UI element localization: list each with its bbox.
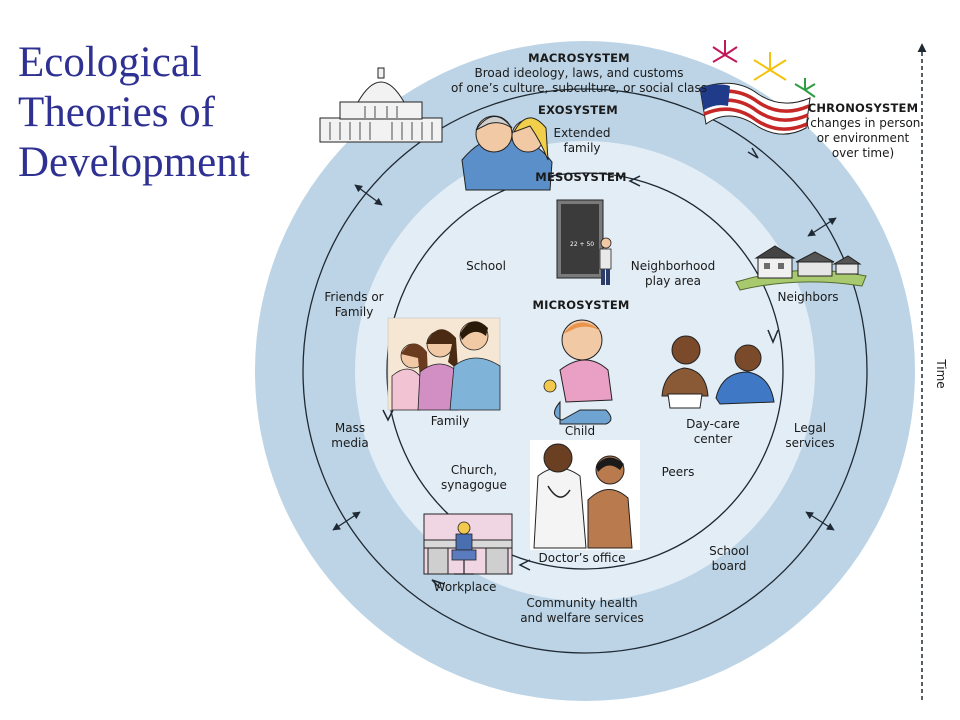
child-illustration	[543, 319, 613, 425]
label-neighbors: Neighbors	[777, 290, 838, 304]
mesosystem-arrow-right	[767, 329, 779, 344]
family-portrait-illustration	[387, 317, 501, 411]
macrosystem-description-line-2: of one’s culture, subculture, or social …	[451, 81, 707, 95]
time-label: Time	[934, 358, 948, 388]
mesosystem-arrow-left	[382, 409, 394, 422]
label-daycare-line-1: Day-care	[686, 417, 740, 431]
label-workplace: Workplace	[434, 580, 497, 594]
label-peers: Peers	[662, 465, 695, 479]
label-church-line-2: synagogue	[441, 478, 507, 492]
capitol-building-icon	[319, 67, 443, 143]
bidirectional-arrow-lower-right	[805, 511, 835, 531]
daycare-children-illustration	[661, 335, 775, 409]
fireworks-icon	[712, 40, 816, 98]
mesosystem-title: MESOSYSTEM	[535, 170, 626, 184]
label-friends-family-line-1: Friends or	[324, 290, 383, 304]
exosystem-arrow-top	[747, 147, 759, 159]
label-mass-media-line-2: media	[331, 436, 368, 450]
microsystem-ring	[386, 172, 784, 570]
label-daycare-line-2: center	[694, 432, 733, 446]
exosystem-ring	[302, 88, 868, 654]
label-church-line-1: Church,	[451, 463, 497, 477]
title-line-1: Ecological	[18, 39, 202, 86]
bidirectional-arrow-upper-right	[807, 217, 837, 237]
mesosystem-arrow-bottom	[518, 559, 531, 571]
label-child: Child	[565, 424, 595, 438]
label-school-board-line-2: board	[712, 559, 747, 573]
label-extended-family-line-2: family	[563, 141, 600, 155]
chronosystem-description-line-2: or environment	[817, 131, 910, 145]
title-line-3: Development	[18, 139, 250, 186]
blackboard-teacher-illustration: 22 + 50	[556, 199, 612, 285]
doctor-patient-illustration	[530, 440, 640, 550]
chronosystem-description-line-1: (changes in person	[806, 116, 921, 130]
microsystem-title: MICROSYSTEM	[532, 298, 629, 312]
label-school: School	[466, 259, 506, 273]
macrosystem-title: MACROSYSTEM	[528, 51, 630, 65]
label-community-line-1: Community health	[526, 596, 637, 610]
label-mass-media-line-1: Mass	[335, 421, 365, 435]
bidirectional-arrow-upper-left	[354, 184, 383, 206]
mesosystem-arrow-top	[628, 175, 641, 187]
american-flag-icon	[699, 82, 811, 135]
bidirectional-arrow-lower-left	[332, 511, 361, 531]
slide-title: Ecological Theories of Development	[18, 38, 288, 188]
extended-family-illustration	[461, 115, 553, 191]
chronosystem-description-line-3: over time)	[832, 146, 894, 160]
exosystem-title: EXOSYSTEM	[538, 103, 618, 117]
label-neighborhood-line-1: Neighborhood	[631, 259, 716, 273]
label-extended-family-line-1: Extended	[554, 126, 611, 140]
chronosystem-title: CHRONOSYSTEM	[808, 101, 919, 115]
blackboard-text: 22 + 50	[570, 241, 594, 248]
title-line-2: Theories of	[18, 89, 216, 136]
label-legal-services-line-2: services	[785, 436, 834, 450]
workplace-cubicle-illustration	[423, 513, 513, 575]
label-friends-family-line-2: Family	[335, 305, 374, 319]
label-legal-services-line-1: Legal	[794, 421, 826, 435]
label-family: Family	[431, 414, 470, 428]
label-neighborhood-line-2: play area	[645, 274, 701, 288]
label-community-line-2: and welfare services	[520, 611, 644, 625]
macrosystem-description-line-1: Broad ideology, laws, and customs	[475, 66, 684, 80]
neighbor-houses-illustration	[735, 245, 867, 291]
exosystem-arrow-bottom	[431, 579, 445, 589]
label-school-board-line-1: School	[709, 544, 749, 558]
label-doctors-office: Doctor’s office	[539, 551, 626, 565]
